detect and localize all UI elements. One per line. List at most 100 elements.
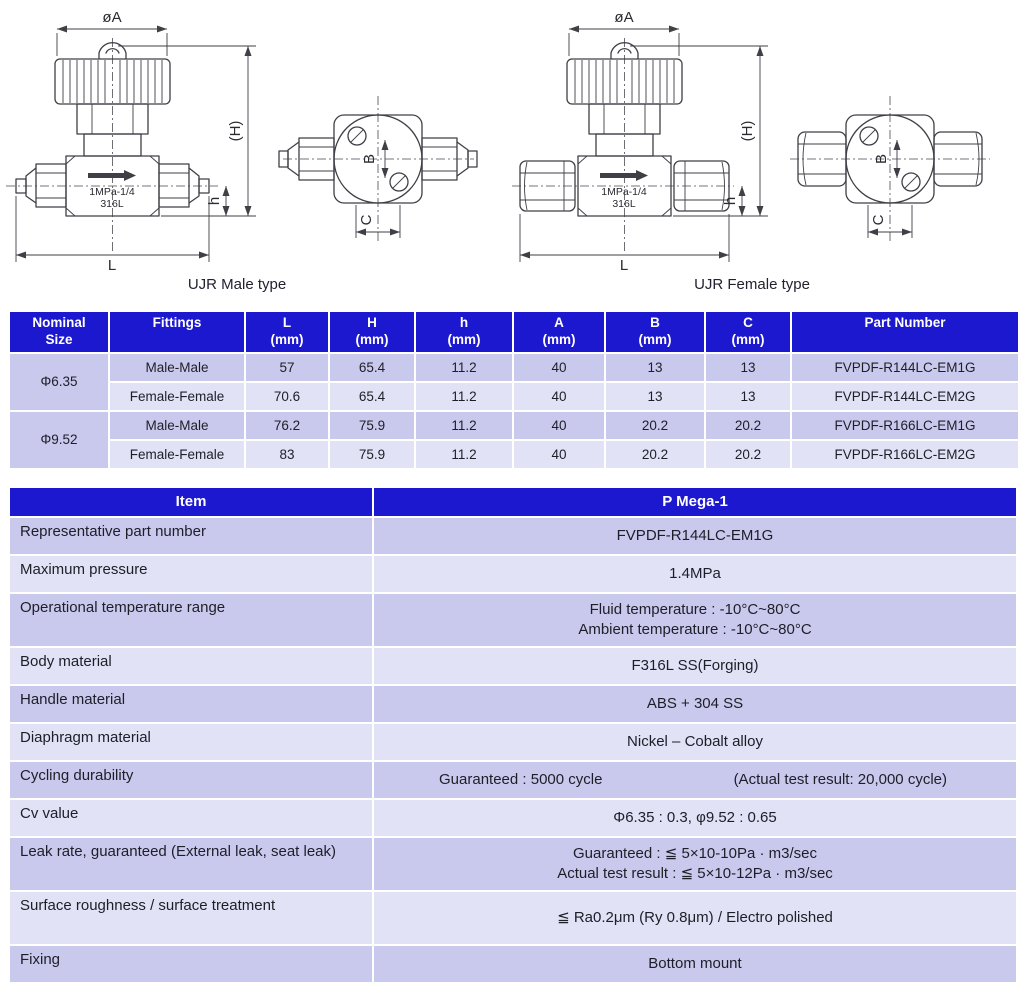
dim-label-dia-a: øA (614, 9, 633, 26)
cell-b: 20.2 (606, 440, 704, 468)
item-label: Fixing (10, 945, 372, 982)
cell-h-cap: 75.9 (330, 411, 414, 439)
cell-part-number: FVPDF-R166LC-EM2G (792, 440, 1018, 468)
item-value: ≦ Ra0.2μm (Ry 0.8μm) / Electro polished (374, 891, 1016, 944)
item-value: F316L SS(Forging) (374, 647, 1016, 684)
header-fittings: Fittings (110, 312, 244, 352)
spec-row-diaphragm-material: Diaphragm material Nickel – Cobalt alloy (10, 723, 1016, 760)
cell-c: 20.2 (706, 411, 790, 439)
cell-fitting: Male-Male (110, 411, 244, 439)
item-label: Maximum pressure (10, 555, 372, 592)
spec-row-body-material: Body material F316L SS(Forging) (10, 647, 1016, 684)
female-type-drawing: øA 1MPa-1/4 316L (512, 4, 1024, 276)
technical-drawings: øA 1MPa-1/4 316L (0, 4, 1024, 276)
item-label: Handle material (10, 685, 372, 722)
item-label: Surface roughness / surface treatment (10, 891, 372, 944)
item-value: ABS + 304 SS (374, 685, 1016, 722)
header-part-number: Part Number (792, 312, 1018, 352)
cell-c: 13 (706, 353, 790, 381)
item-label: Cycling durability (10, 761, 372, 798)
spec-row-representative-part-number: Representative part number FVPDF-R144LC-… (10, 517, 1016, 554)
cell-h-cap: 65.4 (330, 353, 414, 381)
spec-row-cycling-durability: Cycling durability Guaranteed : 5000 cyc… (10, 761, 1016, 798)
female-type-caption: UJR Female type (694, 276, 810, 293)
dim-label-c: C (870, 214, 887, 225)
body-marking-line1: 1MPa-1/4 (601, 186, 647, 198)
male-front-view: øA 1MPa-1/4 316L (6, 9, 256, 274)
cell-part-number: FVPDF-R144LC-EM1G (792, 353, 1018, 381)
header-item: Item (10, 487, 372, 516)
item-value: Bottom mount (374, 945, 1016, 982)
spec-row-maximum-pressure: Maximum pressure 1.4MPa (10, 555, 1016, 592)
cell-c: 20.2 (706, 440, 790, 468)
header-p-mega-1: P Mega-1 (374, 487, 1016, 516)
item-value: Guaranteed : ≦ 5×10-10Pa · m3/sec Actual… (374, 837, 1016, 890)
cell-l: 70.6 (246, 382, 328, 410)
cell-part-number: FVPDF-R166LC-EM1G (792, 411, 1018, 439)
item-label: Leak rate, guaranteed (External leak, se… (10, 837, 372, 890)
item-label: Body material (10, 647, 372, 684)
spec-table-header-row: Item P Mega-1 (10, 487, 1016, 516)
cell-b: 13 (606, 382, 704, 410)
cell-l: 57 (246, 353, 328, 381)
cell-nominal-size: Φ9.52 (10, 411, 108, 468)
item-value: Fluid temperature : -10°C~80°C Ambient t… (374, 593, 1016, 646)
header-b: B(mm) (606, 312, 704, 352)
female-valve-svg: øA 1MPa-1/4 316L (512, 9, 990, 274)
table-row: Φ9.52 Male-Male 76.2 75.9 11.2 40 20.2 2… (10, 411, 1018, 468)
item-label: Diaphragm material (10, 723, 372, 760)
dim-label-b: B (361, 154, 378, 164)
dim-label-b: B (873, 154, 890, 164)
drawing-captions: UJR Male type UJR Female type (0, 276, 1024, 302)
item-value: Guaranteed : 5000 cycle (Actual test res… (374, 761, 1016, 798)
dim-label-h-small: h (206, 197, 223, 205)
header-l: L(mm) (246, 312, 328, 352)
item-value: Nickel – Cobalt alloy (374, 723, 1016, 760)
table-row: Female-Female 70.6 65.4 11.2 40 13 13 FV… (10, 382, 1018, 410)
item-label: Representative part number (10, 517, 372, 554)
header-h-cap: H(mm) (330, 312, 414, 352)
cell-fitting: Female-Female (110, 382, 244, 410)
cell-h-small: 11.2 (416, 440, 512, 468)
cell-a: 40 (514, 411, 604, 439)
male-valve-svg: øA 1MPa-1/4 316L (6, 9, 478, 274)
cell-h-cap: 65.4 (330, 382, 414, 410)
item-label: Cv value (10, 799, 372, 836)
dim-label-l: L (108, 257, 116, 274)
specification-table: Item P Mega-1 Representative part number… (8, 485, 1018, 984)
body-marking-line2: 316L (612, 198, 636, 210)
cell-c: 13 (706, 382, 790, 410)
item-value: Φ6.35 : 0.3, φ9.52 : 0.65 (374, 799, 1016, 836)
cell-h-small: 11.2 (416, 353, 512, 381)
cell-b: 13 (606, 353, 704, 381)
cell-part-number: FVPDF-R144LC-EM2G (792, 382, 1018, 410)
cell-b: 20.2 (606, 411, 704, 439)
spec-row-cv-value: Cv value Φ6.35 : 0.3, φ9.52 : 0.65 (10, 799, 1016, 836)
cell-a: 40 (514, 382, 604, 410)
cell-a: 40 (514, 440, 604, 468)
dim-label-l: L (620, 257, 628, 274)
table-row: Female-Female 83 75.9 11.2 40 20.2 20.2 … (10, 440, 1018, 468)
cell-h-cap: 75.9 (330, 440, 414, 468)
header-h-small: h(mm) (416, 312, 512, 352)
item-value: 1.4MPa (374, 555, 1016, 592)
header-c: C(mm) (706, 312, 790, 352)
dim-label-dia-a: øA (102, 9, 121, 26)
cell-fitting: Female-Female (110, 440, 244, 468)
cell-fitting: Male-Male (110, 353, 244, 381)
cell-h-small: 11.2 (416, 411, 512, 439)
male-side-view: B C (278, 96, 478, 242)
cell-nominal-size: Φ6.35 (10, 353, 108, 410)
spec-row-operational-temperature-range: Operational temperature range Fluid temp… (10, 593, 1016, 646)
male-type-caption: UJR Male type (187, 276, 287, 293)
cell-a: 40 (514, 353, 604, 381)
body-marking-line2: 316L (100, 198, 124, 210)
male-type-drawing: øA 1MPa-1/4 316L (0, 4, 512, 276)
dim-label-h-cap: (H) (739, 121, 756, 142)
body-marking-line1: 1MPa-1/4 (89, 186, 135, 198)
dim-label-c: C (358, 214, 375, 225)
cell-l: 83 (246, 440, 328, 468)
